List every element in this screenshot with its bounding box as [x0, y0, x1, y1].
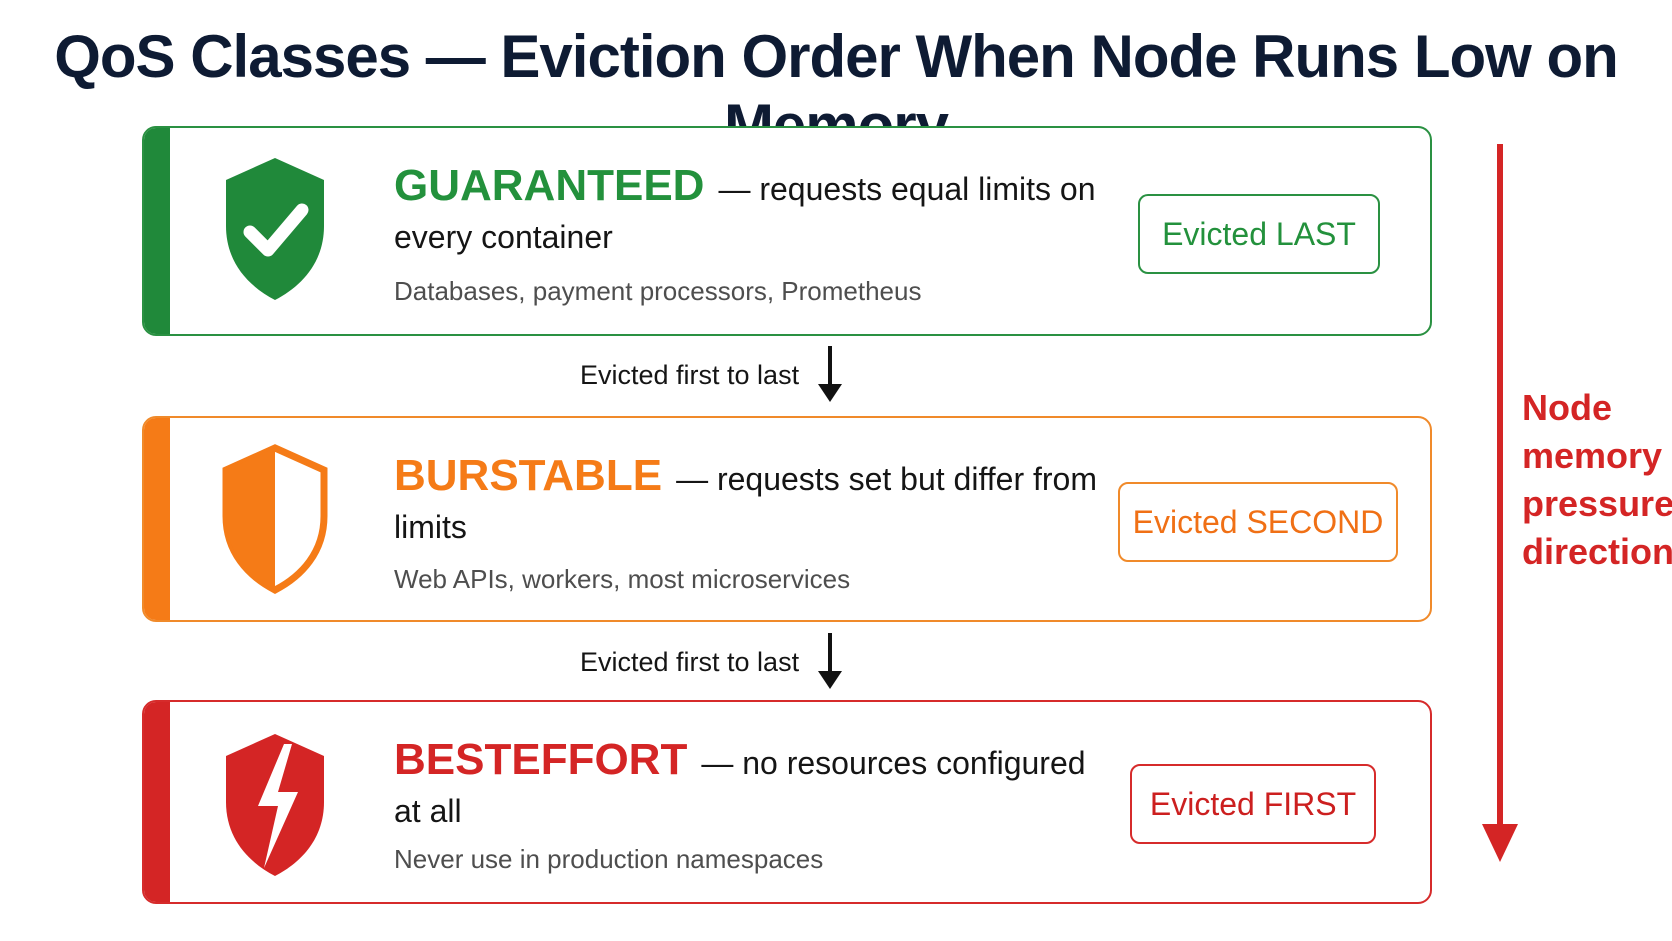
arrow-down-icon	[818, 633, 843, 689]
shield-half-icon	[220, 444, 330, 599]
qos-card-guaranteed: GUARANTEED— requests equal limits on eve…	[142, 126, 1432, 336]
eviction-badge: Evicted SECOND	[1118, 482, 1398, 562]
pressure-arrow-icon	[1482, 144, 1518, 862]
qos-class-name: BESTEFFORT	[394, 735, 688, 784]
qos-class-name: BURSTABLE	[394, 451, 663, 500]
shield-check-icon	[220, 154, 330, 309]
card-accent-stripe	[144, 128, 170, 334]
qos-examples: Web APIs, workers, most microservices	[394, 564, 851, 594]
card-accent-stripe	[144, 418, 170, 620]
eviction-badge: Evicted LAST	[1138, 194, 1380, 274]
connector-label: Evicted first to last	[580, 359, 800, 390]
qos-card-besteffort: BESTEFFORT— no resources configured at a…	[142, 700, 1432, 904]
qos-class-description: — no resources configured at all	[394, 745, 1086, 829]
pressure-label: Node memory pressure direction	[1522, 387, 1672, 572]
qos-class-name: GUARANTEED	[394, 161, 705, 210]
eviction-connector: Evicted first to last	[580, 340, 860, 410]
qos-class-description: — requests set but differ from limits	[394, 461, 1097, 545]
qos-examples: Never use in production namespaces	[394, 844, 824, 874]
connector-label: Evicted first to last	[580, 646, 800, 677]
qos-headline: GUARANTEED— requests equal limits on eve…	[394, 162, 1114, 261]
arrow-down-icon	[818, 346, 843, 402]
eviction-badge: Evicted FIRST	[1130, 764, 1376, 844]
qos-headline: BESTEFFORT— no resources configured at a…	[394, 736, 1114, 835]
qos-class-description: — requests equal limits on every contain…	[394, 171, 1096, 255]
qos-examples: Databases, payment processors, Prometheu…	[394, 276, 922, 306]
eviction-connector: Evicted first to last	[580, 627, 860, 697]
card-accent-stripe	[144, 702, 170, 902]
diagram-title: QoS Classes — Eviction Order When Node R…	[54, 23, 1619, 159]
qos-headline: BURSTABLE— requests set but differ from …	[394, 452, 1114, 551]
qos-card-burstable: BURSTABLE— requests set but differ from …	[142, 416, 1432, 622]
shield-lightning-icon	[220, 730, 330, 885]
